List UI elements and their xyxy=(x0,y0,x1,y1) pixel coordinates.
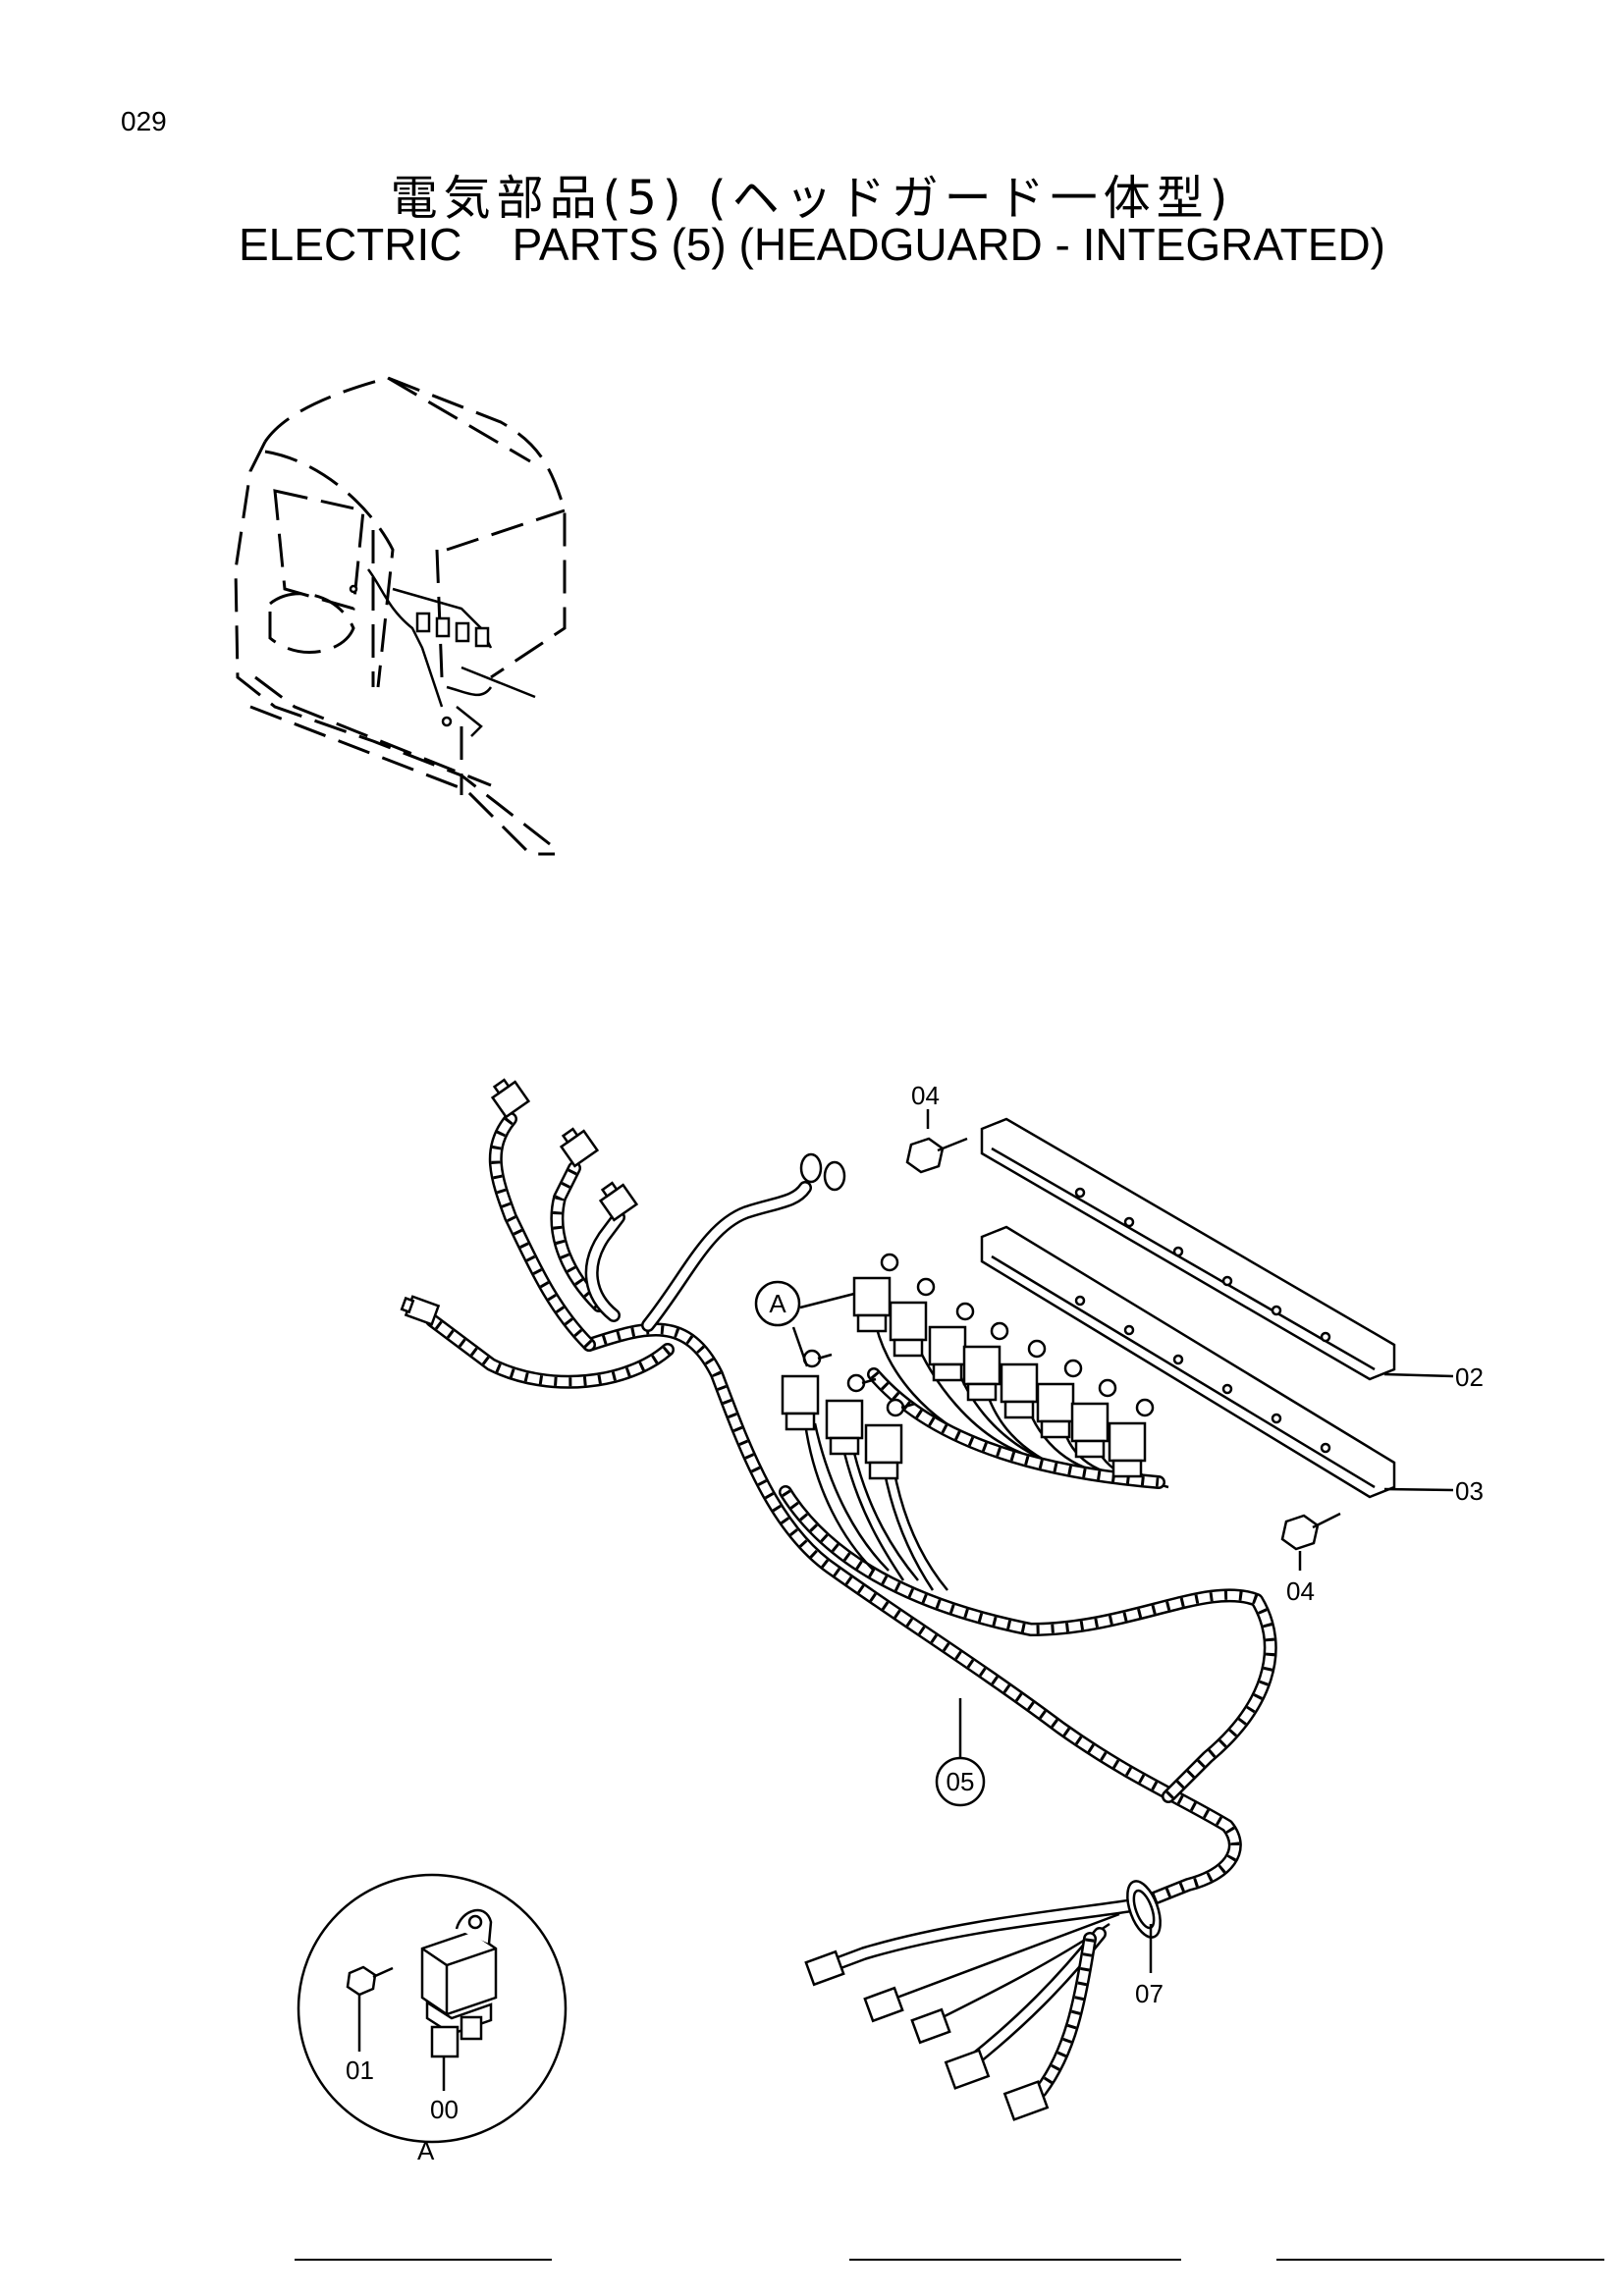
bolt-04-bottom xyxy=(1280,1512,1341,1571)
callout-part-02: 02 xyxy=(1455,1362,1484,1392)
bolt-04-top xyxy=(905,1109,968,1174)
bracket-03 xyxy=(980,1225,1454,1499)
page-title-english: ELECTRIC PARTS (5) (HEADGUARD - INTEGRAT… xyxy=(239,219,1385,270)
relay-group xyxy=(781,1253,1155,1480)
footer-rule-middle xyxy=(849,2259,1181,2261)
detail-a-callout-label: A xyxy=(769,1289,786,1318)
footer-rule-right xyxy=(1276,2259,1604,2261)
callout-part-04-top: 04 xyxy=(911,1081,940,1110)
wire-harness-05 xyxy=(425,1112,1277,2098)
callout-detail-part-01: 01 xyxy=(346,2056,374,2085)
callout-part-05-circle xyxy=(935,1756,986,1807)
callout-part-03: 03 xyxy=(1455,1476,1484,1506)
detail-a-callout-circle xyxy=(754,1280,801,1327)
cab-overview-illustration xyxy=(234,376,567,856)
callout-part-07: 07 xyxy=(1135,1979,1164,2008)
page-title-japanese: 電気部品(5) (ヘッドガード一体型) xyxy=(390,171,1234,226)
callout-detail-part-00: 00 xyxy=(430,2095,459,2124)
footer-rule-left xyxy=(295,2259,552,2261)
harness-end-connectors xyxy=(400,1078,1162,2121)
callout-part-04-bottom: 04 xyxy=(1286,1576,1315,1606)
bracket-02 xyxy=(980,1117,1454,1381)
callout-part-05: 05 xyxy=(947,1767,975,1796)
detail-view-label-a: A xyxy=(417,2136,435,2165)
detail-a-view xyxy=(297,1873,568,2144)
page-number: 029 xyxy=(121,106,167,136)
